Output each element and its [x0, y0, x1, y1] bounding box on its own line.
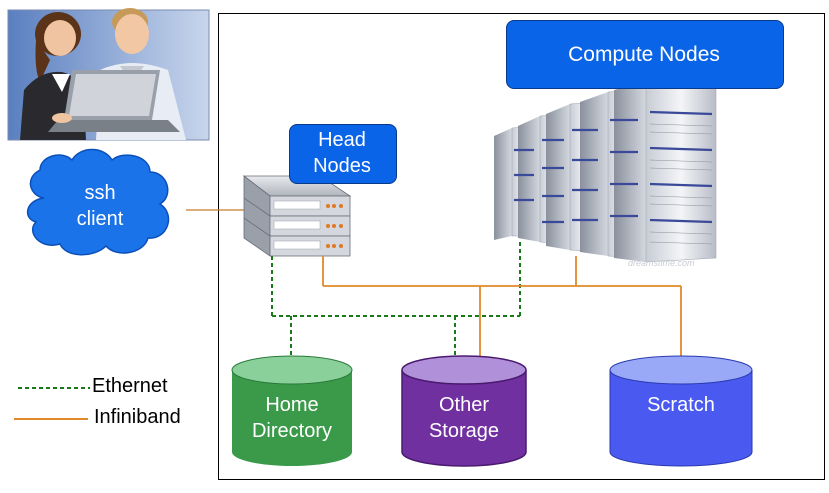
home-directory-label: Home Directory [232, 392, 352, 444]
users-photo [7, 8, 210, 141]
ssh-client-label-line2: client [76, 208, 124, 230]
head-nodes-label-box [289, 124, 397, 184]
database-cylinder-icon [401, 355, 527, 467]
legend-infiniband-label: Infiniband [94, 406, 181, 428]
ethernet-links [271, 240, 521, 356]
home-directory-label-line2: Directory [251, 420, 332, 442]
head-nodes-label-line1: Head [318, 129, 366, 151]
head-nodes-label: Head Nodes [289, 127, 395, 179]
ssh-client-label: ssh client [60, 180, 140, 232]
database-cylinder-icon [609, 355, 753, 467]
other-storage-label-line2: Storage [428, 420, 500, 442]
infiniband-links [322, 256, 682, 356]
scratch-label: Scratch [647, 394, 715, 416]
legend-ethernet-label: Ethernet [92, 375, 168, 397]
compute-nodes-label-box [506, 20, 784, 89]
server-cluster-icon [494, 81, 717, 263]
head-nodes-label-line2: Nodes [313, 155, 371, 177]
server-rack-icon [242, 175, 352, 257]
home-directory-label-line1: Home [265, 394, 319, 416]
cloud-icon [26, 148, 170, 256]
other-storage-label-line1: Other [438, 394, 490, 416]
watermark: dreamstime.com [628, 258, 695, 268]
database-cylinder-icon [231, 355, 353, 466]
compute-nodes-label: Compute Nodes [568, 43, 720, 66]
other-storage-label: Other Storage [402, 392, 526, 444]
ssh-client-label-line1: ssh [84, 182, 116, 204]
